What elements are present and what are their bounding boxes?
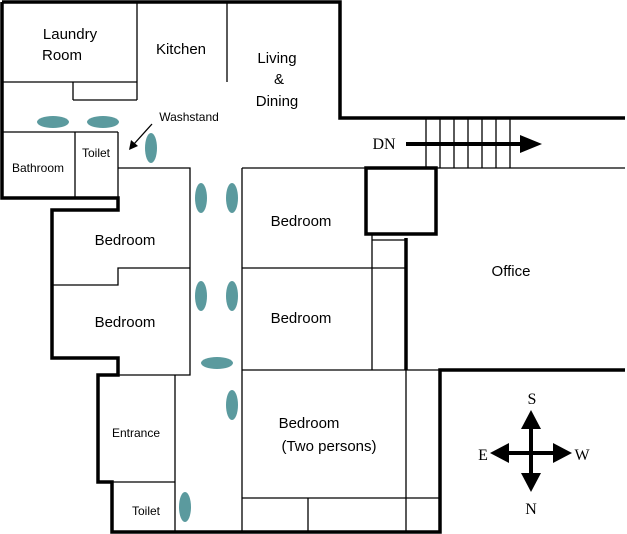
room-labels: Laundry Room Kitchen Living & Dining Was… (12, 26, 530, 518)
bathroom-label: Bathroom (12, 161, 64, 175)
markers (37, 116, 238, 522)
living-dining-label: Dining (256, 93, 299, 110)
marker (179, 492, 191, 522)
stairs (406, 118, 542, 168)
bedroom-label: Bedroom (271, 310, 332, 327)
compass-east-label: E (478, 447, 488, 464)
stairs-arrow-head-icon (520, 135, 542, 153)
compass-south-arrow-icon (521, 410, 541, 429)
bedroom-label: Bedroom (271, 213, 332, 230)
toilet-label: Toilet (132, 504, 161, 518)
marker (226, 183, 238, 213)
compass-west-arrow-icon (553, 443, 572, 463)
bedroom-label: Bedroom (95, 232, 156, 249)
marker (226, 390, 238, 420)
marker (195, 183, 207, 213)
compass-south-label: S (528, 391, 537, 408)
living-dining-label: & (274, 71, 284, 88)
laundry-room-label: Laundry (43, 26, 98, 43)
living-dining-label: Living (257, 50, 296, 67)
compass: S N E W (478, 391, 590, 518)
marker (195, 281, 207, 311)
washstand-pointer (129, 123, 153, 150)
washstand-arrow-head-icon (129, 140, 138, 150)
laundry-room-label: Room (42, 47, 82, 64)
washstand-label: Washstand (159, 110, 219, 124)
compass-north-arrow-icon (521, 473, 541, 492)
entrance-label: Entrance (112, 426, 160, 440)
bedroom-two-persons-label: (Two persons) (281, 438, 376, 455)
marker (37, 116, 69, 128)
toilet-label: Toilet (82, 146, 111, 160)
bedroom-two-persons-label: Bedroom (279, 415, 340, 432)
marker (87, 116, 119, 128)
stairs-down-label: DN (372, 136, 396, 153)
compass-north-label: N (525, 501, 537, 518)
marker (226, 281, 238, 311)
marker (145, 133, 157, 163)
bedroom-label: Bedroom (95, 314, 156, 331)
marker (201, 357, 233, 369)
office-label: Office (492, 263, 531, 280)
kitchen-label: Kitchen (156, 41, 206, 58)
compass-east-arrow-icon (490, 443, 509, 463)
compass-west-label: W (574, 447, 590, 464)
